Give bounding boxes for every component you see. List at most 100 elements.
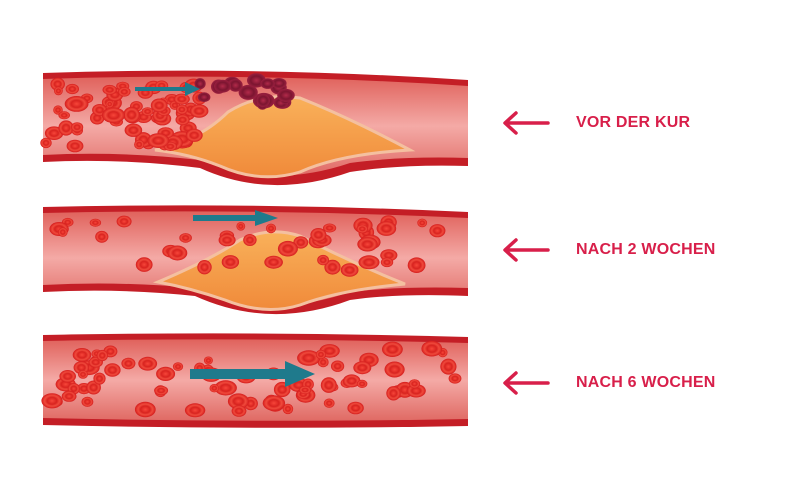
flow-arrow — [190, 361, 315, 387]
blood-cell — [317, 357, 329, 368]
flow-arrow — [135, 82, 200, 96]
blood-cell — [448, 373, 462, 384]
blood-cell — [358, 255, 380, 270]
blood-cell — [353, 361, 372, 375]
blood-cell — [429, 224, 446, 238]
blood-cell — [271, 78, 287, 89]
blood-cell — [197, 92, 211, 103]
blood-cell — [93, 372, 106, 385]
blood-cell — [156, 366, 176, 381]
blood-cell — [382, 341, 403, 357]
blood-cell — [78, 370, 88, 379]
blood-cell — [59, 370, 76, 383]
stage-label: NACH 6 WOCHEN — [576, 374, 716, 391]
blood-cell — [65, 83, 80, 95]
blood-cell — [256, 94, 270, 107]
blood-cell — [124, 123, 143, 137]
blood-cell — [380, 257, 394, 268]
blood-cell — [262, 395, 286, 411]
blood-cell — [71, 122, 84, 133]
blood-cell — [72, 348, 92, 362]
blood-cell — [315, 349, 326, 360]
blood-cell — [260, 78, 275, 89]
blood-cell — [118, 87, 131, 97]
blood-cell — [228, 78, 243, 92]
blood-cell — [408, 379, 421, 389]
blood-cell — [116, 215, 132, 228]
blood-cell — [104, 363, 121, 377]
blood-cell — [386, 386, 401, 401]
blood-cell — [135, 257, 153, 272]
blood-cell — [173, 93, 190, 105]
blood-cell — [440, 358, 457, 375]
blood-cell — [175, 114, 190, 126]
blood-cell — [343, 374, 361, 388]
blood-cell — [214, 380, 237, 396]
blood-cell — [185, 128, 203, 142]
blood-cell — [421, 340, 443, 357]
stage-after-2-weeks: NACH 2 WOCHEN — [500, 237, 716, 263]
blood-cell — [417, 218, 428, 228]
flow-arrow — [193, 210, 278, 226]
blood-cell — [121, 357, 136, 370]
stage-label: VOR DER KUR — [576, 114, 691, 131]
blood-cell — [324, 259, 341, 275]
blood-cell — [58, 111, 70, 120]
blood-cell — [384, 361, 405, 378]
stage-before-treatment: VOR DER KUR — [500, 110, 690, 136]
blood-cell — [277, 88, 295, 102]
blood-cell — [96, 349, 109, 362]
blood-cell — [134, 139, 145, 150]
blood-cell — [134, 401, 156, 418]
blood-cell — [147, 133, 170, 149]
blood-cell — [64, 96, 89, 112]
blood-cells — [40, 73, 295, 153]
blood-cell — [299, 385, 312, 395]
blood-cell — [323, 398, 335, 408]
blood-cell — [172, 362, 184, 371]
blood-cell — [277, 240, 298, 257]
blood-cell — [101, 107, 126, 123]
blood-cell — [184, 403, 206, 418]
blood-cell — [317, 254, 329, 266]
arrow-left-icon — [503, 111, 550, 135]
blood-cells — [49, 215, 446, 277]
blood-cell — [320, 377, 337, 393]
blood-cell — [138, 356, 158, 371]
vessel-before-treatment — [40, 70, 468, 186]
blood-cell — [58, 227, 68, 237]
blood-cell — [154, 385, 169, 396]
blood-cell — [218, 233, 236, 247]
blood-cell — [357, 237, 378, 252]
blood-cell — [340, 263, 359, 277]
blood-cell — [231, 405, 247, 417]
stage-label: NACH 2 WOCHEN — [576, 241, 716, 258]
blood-cell — [310, 228, 327, 242]
blood-cell — [167, 245, 188, 261]
blood-cell — [41, 393, 63, 409]
blood-cell — [293, 236, 309, 249]
blood-cell — [194, 78, 206, 90]
blood-cell — [203, 356, 213, 365]
stage-after-6-weeks: NACH 6 WOCHEN — [500, 370, 716, 396]
blood-cell — [214, 79, 232, 93]
blood-cell — [66, 139, 84, 153]
blood-cell — [209, 384, 220, 393]
blood-cell — [356, 379, 368, 388]
blood-cell — [58, 120, 74, 136]
blood-cell — [176, 104, 188, 115]
blood-cell — [323, 223, 337, 233]
blood-cell — [54, 86, 63, 96]
blood-cell — [40, 137, 52, 149]
blood-cell — [189, 104, 209, 118]
blood-cell — [221, 255, 240, 269]
blood-cell — [238, 84, 258, 100]
blood-cell — [282, 403, 294, 415]
blood-cell — [264, 255, 283, 269]
blood-cell — [150, 98, 168, 113]
blood-cell — [356, 224, 369, 234]
blood-cell — [265, 223, 277, 234]
blood-cell — [89, 218, 102, 227]
blood-cell — [297, 350, 321, 366]
